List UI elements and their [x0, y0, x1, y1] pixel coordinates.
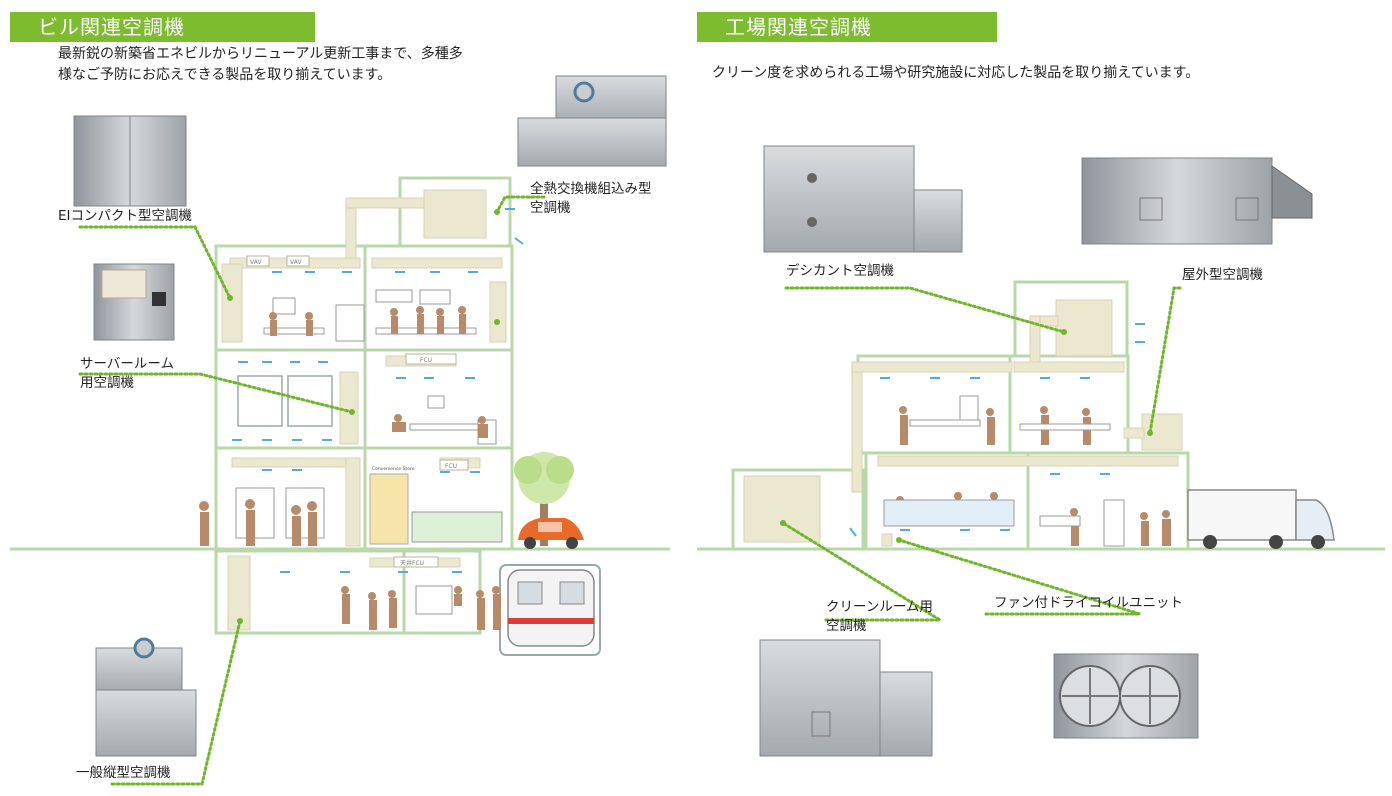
- duct-tags: [246, 255, 469, 568]
- server-room-unit-label: サーバールーム 用空調機: [80, 355, 174, 393]
- car: [518, 518, 584, 549]
- factory-description: クリーン度を求められる工場や研究施設に対応した製品を取り揃えています。: [712, 65, 1200, 81]
- cleanroom-label-line-1: クリーンルーム用: [826, 599, 933, 615]
- fan-coil-unit-label: ファン付ドライコイルユニット: [994, 595, 1183, 611]
- outdoor-unit-label: 屋外型空調機: [1182, 267, 1263, 283]
- vertical-unit-label: 一般縦型空調機: [76, 765, 171, 781]
- ceiling-fcu-tag: 天井FCU: [400, 559, 424, 567]
- heat-exchange-unit-image: [517, 75, 667, 167]
- server-label-line-2: 用空調機: [80, 375, 134, 391]
- factory-equipment: [883, 395, 1125, 547]
- server-racks: [237, 375, 333, 427]
- building-section-header: ビル関連空調機: [10, 12, 315, 42]
- cleanroom-unit-label: クリーンルーム用 空調機: [826, 598, 933, 636]
- desiccant-unit-image: [763, 145, 963, 253]
- cleanroom-label-line-2: 空調機: [826, 618, 867, 634]
- heat-exchange-label-line-1: 全熱交換機組込み型: [530, 181, 652, 197]
- building-description-line-2: 様なご予防にお応えできる製品を取り揃えています。: [58, 67, 392, 83]
- airflow-marks: [232, 208, 524, 573]
- compact-unit-label: EIコンパクト型空調機: [58, 208, 193, 224]
- server-unit-image: [93, 263, 175, 341]
- cleanroom-unit-image: [759, 639, 933, 757]
- subway-train: [507, 569, 595, 647]
- factory-ducts: [743, 299, 1183, 547]
- leader-lines: [78, 195, 1182, 786]
- building-description: 最新鋭の新築省エネビルからリニューアル更新工事まで、多種多 様なご予防にお応えで…: [58, 44, 463, 86]
- room-furniture: [235, 289, 503, 615]
- truck: [1187, 489, 1335, 549]
- vertical-unit-image: [95, 637, 197, 757]
- convenience-store-sign: Convenience Store: [372, 466, 415, 472]
- fcu-tag-2: FCU: [445, 463, 457, 470]
- building-description-line-1: 最新鋭の新築省エネビルからリニューアル更新工事まで、多種多: [58, 46, 463, 62]
- vav-tag-2: VAV: [290, 259, 302, 266]
- factory-section-header: 工場関連空調機: [697, 12, 997, 42]
- vav-tag-1: VAV: [250, 259, 262, 266]
- outdoor-unit-image: [1081, 157, 1313, 245]
- factory-airflow-marks: [849, 323, 1145, 537]
- compact-unit-image: [73, 115, 187, 207]
- server-label-line-1: サーバールーム: [80, 356, 174, 372]
- fcu-tag-1: FCU: [420, 357, 432, 364]
- heat-exchange-unit-label: 全熱交換機組込み型 空調機: [530, 180, 652, 218]
- heat-exchange-label-line-2: 空調機: [530, 200, 571, 216]
- fan-coil-unit-image: [1053, 653, 1199, 739]
- desiccant-unit-label: デシカント空調機: [786, 263, 894, 279]
- tree: [514, 452, 574, 546]
